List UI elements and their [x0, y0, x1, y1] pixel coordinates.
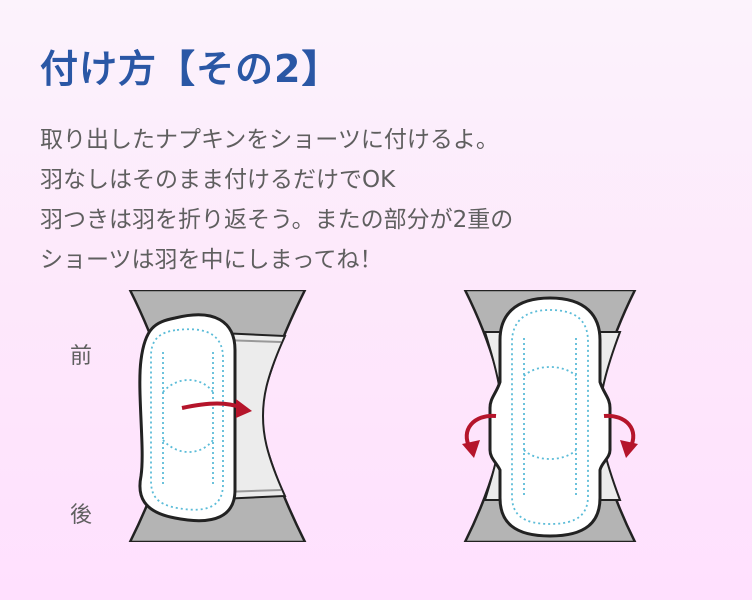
winged-pad-illustration: [462, 290, 638, 542]
instruction-line: 羽なしはそのまま付けるだけでOK: [40, 167, 396, 193]
wingless-pad-illustration: [128, 290, 307, 542]
page-title: 付け方【その2】: [40, 47, 341, 91]
front-label: 前: [70, 344, 93, 369]
instruction-line: ショーツは羽を中にしまってね！: [40, 247, 383, 273]
instruction-line: 取り出したナプキンをショーツに付けるよ。: [40, 127, 499, 153]
back-label: 後: [70, 503, 93, 528]
instruction-line: 羽つきは羽を折り返そう。またの部分が2重の: [40, 207, 514, 233]
instructions: 取り出したナプキンをショーツに付けるよ。 羽なしはそのまま付けるだけでOK 羽つ…: [40, 120, 513, 280]
